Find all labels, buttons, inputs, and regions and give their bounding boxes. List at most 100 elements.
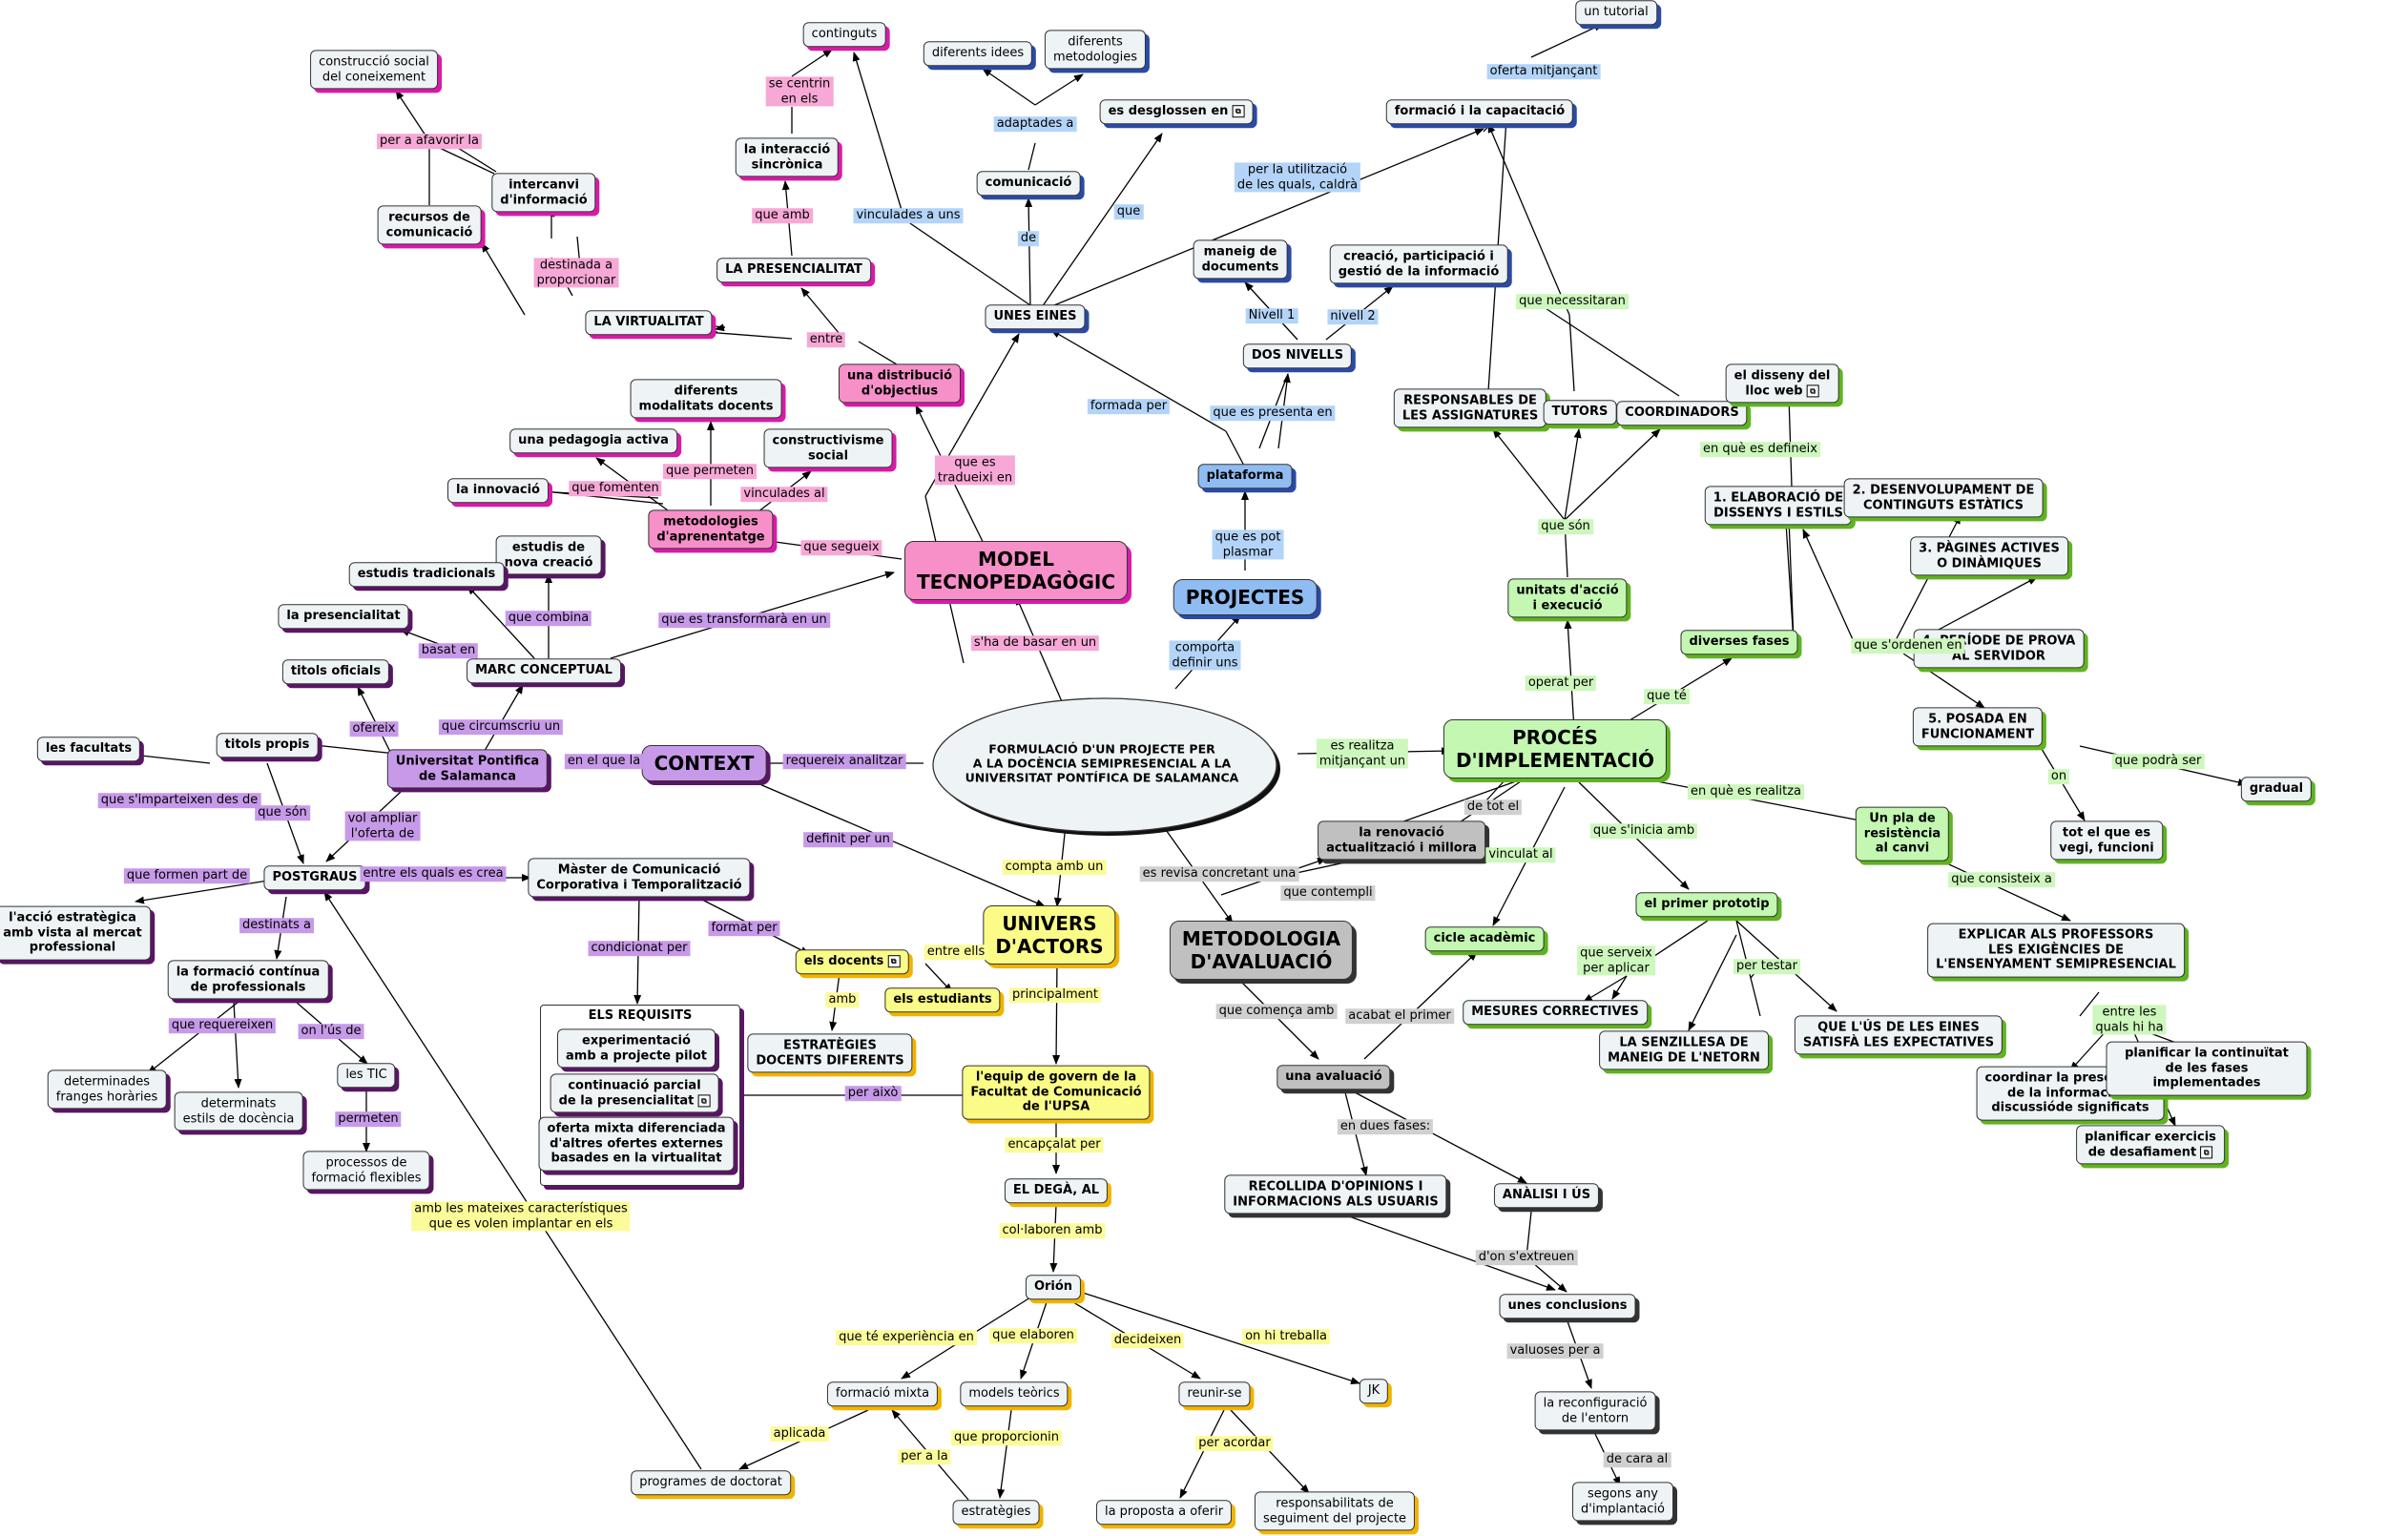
node-postgraus: POSTGRAUS (263, 865, 366, 890)
connector-90 (1230, 1409, 1310, 1494)
node-diferents-modalitats: diferents modalitats docents (630, 379, 782, 419)
link-label-on-hi-treballa: on hi treballa (1242, 1329, 1330, 1344)
node-innovacio: la innovació (447, 478, 549, 503)
link-label-que-consisteix: que consisteix a (1948, 872, 2055, 887)
node-text: LA PRESENCIALITAT (725, 262, 862, 278)
node-text: Un pla de resistència al canvi (1863, 811, 1941, 856)
node-text: estudis de nova creació (504, 540, 593, 570)
document-link-icon[interactable]: ⧉ (1232, 105, 1245, 118)
link-label-que-permeten: que permeten (663, 464, 757, 479)
node-text: formació i la capacitació (1394, 104, 1566, 119)
node-text: Màster de Comunicació Corporativa i Temp… (536, 862, 742, 892)
node-responsables: RESPONSABLES DE LES ASSIGNATURES (1393, 388, 1547, 428)
link-label-que-son-post: que són (255, 805, 310, 820)
link-label-que-es-pot: que es pot plasmar (1212, 529, 1284, 560)
document-link-icon[interactable]: ⧉ (697, 1094, 711, 1107)
node-text: la innovació (456, 483, 540, 498)
node-master: Màster de Comunicació Corporativa i Temp… (528, 858, 751, 898)
connector-130 (1936, 858, 2071, 922)
node-renovacio: la renovació actualització i millora (1318, 820, 1485, 861)
link-label-que-podra-ser: que podrà ser (2111, 754, 2205, 769)
link-label-condicionat-per: condicionat per (588, 941, 691, 956)
node-text: la interacció sincrònica (743, 142, 831, 172)
node-interaccio: la interacció sincrònica (735, 137, 840, 177)
node-gradual: gradual (2240, 777, 2313, 801)
link-label-aplicada: aplicada (770, 1426, 829, 1442)
node-text: Universitat Pontifica de Salamanca (395, 754, 540, 783)
node-text: EXPLICAR ALS PROFESSORS LES EXIGÈNCIES D… (1936, 927, 2176, 972)
node-text: segons any d'implantació (1581, 1486, 1665, 1516)
connector-118 (1487, 123, 1570, 316)
node-root: FORMULACIÓ D'UN PROJECTE PER A LA DOCÈNC… (958, 738, 1247, 789)
node-una-avaluacio: una avaluació (1277, 1065, 1391, 1090)
link-label-principalment: principalment (1008, 987, 1102, 1003)
node-text: MODEL TECNOPEDAGÒGIC (916, 548, 1116, 593)
node-text: estudis tradicionals (357, 567, 496, 582)
node-senzillesa: LA SENZILLESA DE MANEIG DE L'NETORN (1599, 1030, 1769, 1070)
link-label-shauria: s'ha de basar en un (970, 635, 1100, 651)
node-la-proposta: la proposta a oferir (1095, 1500, 1233, 1525)
node-metodologia: METODOLOGIA D'AVALUACIÓ (1169, 921, 1354, 980)
link-label-per-a-la: per a la (898, 1449, 951, 1464)
connector-85 (1082, 1292, 1360, 1384)
connector-113 (1564, 428, 1661, 521)
node-constructivisme: constructivisme social (763, 428, 893, 468)
node-unes-eines: UNES EINES (985, 304, 1086, 329)
node-text: els estudiants (893, 992, 992, 1007)
link-label-don-sextreuen: d'on s'extreuen (1475, 1250, 1578, 1265)
connector-70 (233, 1001, 242, 1089)
connector-112 (1564, 428, 1582, 521)
link-label-nivell2: nivell 2 (1327, 309, 1379, 324)
node-estudiants: els estudiants (884, 987, 1001, 1012)
link-label-destinada-a: destinada a proporcionar (533, 258, 619, 288)
connector-17 (1041, 133, 1163, 308)
node-estils: determinats estils de docència (174, 1091, 303, 1131)
node-responsabilitats: responsabilitats de seguiment del projec… (1254, 1491, 1416, 1531)
link-label-que-necessitaran: que necessitaran (1516, 294, 1629, 309)
link-label-que-comenca: que comença amb (1215, 1004, 1338, 1019)
document-link-icon[interactable]: ⧉ (1806, 384, 1819, 397)
connector-47 (526, 488, 664, 505)
connector-109 (1564, 619, 1575, 731)
link-label-en-el-que-la: en el que la (564, 754, 644, 769)
node-maneig: maneig de documents (1193, 239, 1288, 280)
node-text: una avaluació (1285, 1069, 1382, 1085)
node-text: unes conclusions (1507, 1298, 1628, 1314)
link-label-per-a-afavorir: per a afavorir la (377, 134, 482, 149)
document-link-icon[interactable]: ⧉ (2200, 1146, 2213, 1158)
node-disseny: el disseny del lloc web⧉ (1725, 363, 1839, 404)
node-accio: l'acció estratègica amb vista al mercat … (0, 905, 151, 961)
node-text: una pedagogia activa (518, 433, 669, 448)
document-link-icon[interactable]: ⧉ (887, 955, 901, 968)
node-programes: programes de doctorat (631, 1470, 791, 1495)
node-text: UNIVERS D'ACTORS (995, 912, 1104, 958)
node-estrategies-docents: ESTRATÈGIES DOCENTS DIFERENTS (747, 1033, 913, 1073)
connector-66 (135, 877, 287, 904)
link-label-de: de (1017, 231, 1040, 246)
node-text: formació mixta (835, 1386, 930, 1401)
node-text: la proposta a oferir (1104, 1505, 1224, 1520)
connector-78 (1052, 958, 1061, 1065)
node-diferents-idees: diferents idees (923, 41, 1033, 66)
node-continuacio: continuació parcial de la presencialitat… (550, 1073, 719, 1113)
connector-115 (1526, 295, 1680, 397)
link-label-oferta-mitjancant: oferta mitjançant (1486, 64, 1601, 79)
link-label-definit-per-un: definit per un (803, 832, 893, 847)
node-fase1: 1. ELABORACIÓ DE DISSENYS I ESTILS (1704, 486, 1853, 526)
node-text: planificar exercicis de desafiament (2085, 1130, 2216, 1159)
node-recollida: RECOLLIDA D'OPINIONS I INFORMACIONS ALS … (1224, 1174, 1447, 1214)
connector-124 (1893, 514, 1962, 645)
link-label-que-son-unitats: que són (1538, 519, 1593, 534)
node-text: continguts (811, 27, 878, 42)
connector-0 (1015, 595, 1065, 707)
connector-36 (395, 90, 430, 142)
connector-19 (1530, 23, 1604, 58)
link-label-vinculades-al: vinculades al (740, 487, 828, 502)
connector-94 (1354, 1091, 1527, 1184)
node-text: experimentació amb a projecte pilot (566, 1033, 707, 1063)
connector-89 (1179, 1409, 1225, 1499)
connector-23 (800, 287, 841, 335)
node-text: 1. ELABORACIÓ DE DISSENYS I ESTILS (1713, 490, 1844, 520)
node-text: TUTORS (1551, 405, 1609, 420)
